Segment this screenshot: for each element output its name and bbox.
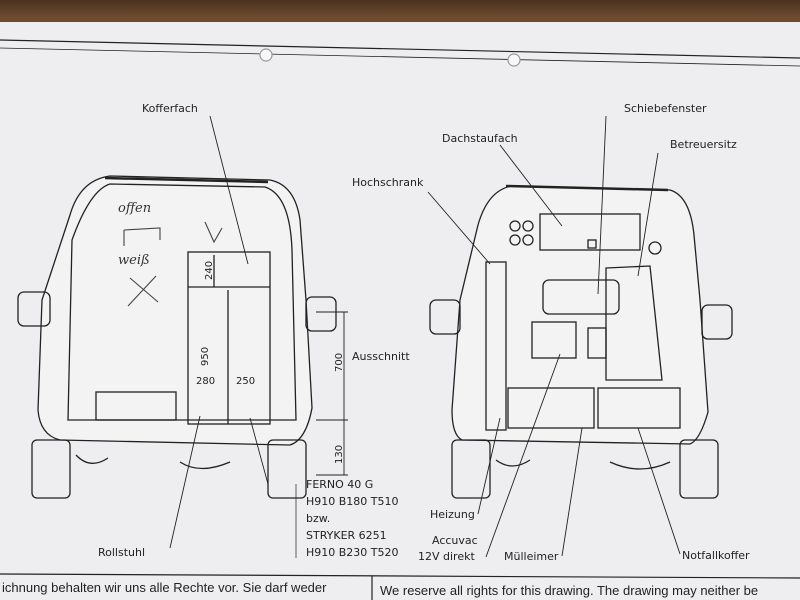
spec-line-5: H910 B230 T520	[306, 546, 399, 559]
label-hochschrank: Hochschrank	[352, 176, 424, 189]
spec-line-1: FERNO 40 G	[306, 478, 373, 491]
accuvac-unit	[531, 321, 577, 359]
label-accuvac-2: 12V direkt	[418, 550, 475, 563]
schiebefenster-window	[542, 279, 620, 315]
dim-130: 130	[334, 445, 345, 464]
hochschrank-cabinet	[485, 261, 507, 431]
dim-950: 950	[200, 347, 211, 366]
leader-lines	[169, 115, 681, 558]
left-mirror	[17, 291, 51, 327]
border-bottom-line	[0, 573, 800, 579]
dachstaufach-compartment	[539, 213, 641, 251]
dim-240: 240	[204, 261, 215, 280]
label-dachstaufach: Dachstaufach	[442, 132, 518, 145]
label-muelleimer: Mülleimer	[504, 550, 559, 563]
label-ausschnitt: Ausschnitt	[352, 350, 410, 363]
label-heizung: Heizung	[430, 508, 475, 521]
left-mirror-2	[429, 299, 461, 335]
border-top-line	[0, 39, 800, 59]
right-van-drawing	[429, 184, 733, 499]
bumper-step	[95, 391, 177, 421]
right-wheel-2	[679, 439, 719, 499]
border-top-line-2	[0, 47, 800, 67]
spec-line-3: bzw.	[306, 512, 330, 525]
label-rollstuhl: Rollstuhl	[98, 546, 145, 559]
spec-line-4: STRYKER 6251	[306, 529, 387, 542]
spec-line-2: H910 B180 T510	[306, 495, 399, 508]
label-kofferfach: Kofferfach	[142, 102, 198, 115]
kofferfach-box	[187, 251, 271, 425]
footer-left-text: ichnung behalten wir uns alle Rechte vor…	[2, 580, 327, 595]
handwriting	[123, 221, 223, 307]
left-wheel-2	[451, 439, 491, 499]
right-mirror	[305, 296, 337, 332]
left-wheel	[31, 439, 71, 499]
right-wheel	[267, 439, 307, 499]
label-betreuersitz: Betreuersitz	[670, 138, 737, 151]
notfallkoffer-box	[597, 387, 681, 429]
left-van-drawing	[17, 175, 348, 499]
label-accuvac-1: Accuvac	[432, 534, 478, 547]
punch-hole-left	[259, 48, 273, 62]
label-notfallkoffer: Notfallkoffer	[682, 549, 750, 562]
footer-right-text: We reserve all rights for this drawing. …	[380, 583, 758, 598]
right-mirror-2	[701, 304, 733, 340]
handwriting-word-1: offen	[118, 201, 151, 216]
muelleimer-box	[507, 387, 595, 429]
label-schiebefenster: Schiebefenster	[624, 102, 707, 115]
handwriting-word-2: weiß	[118, 253, 150, 268]
dim-250: 250	[236, 376, 255, 387]
punch-hole-right	[507, 53, 521, 67]
dim-700: 700	[334, 353, 345, 372]
dim-280: 280	[196, 376, 215, 387]
